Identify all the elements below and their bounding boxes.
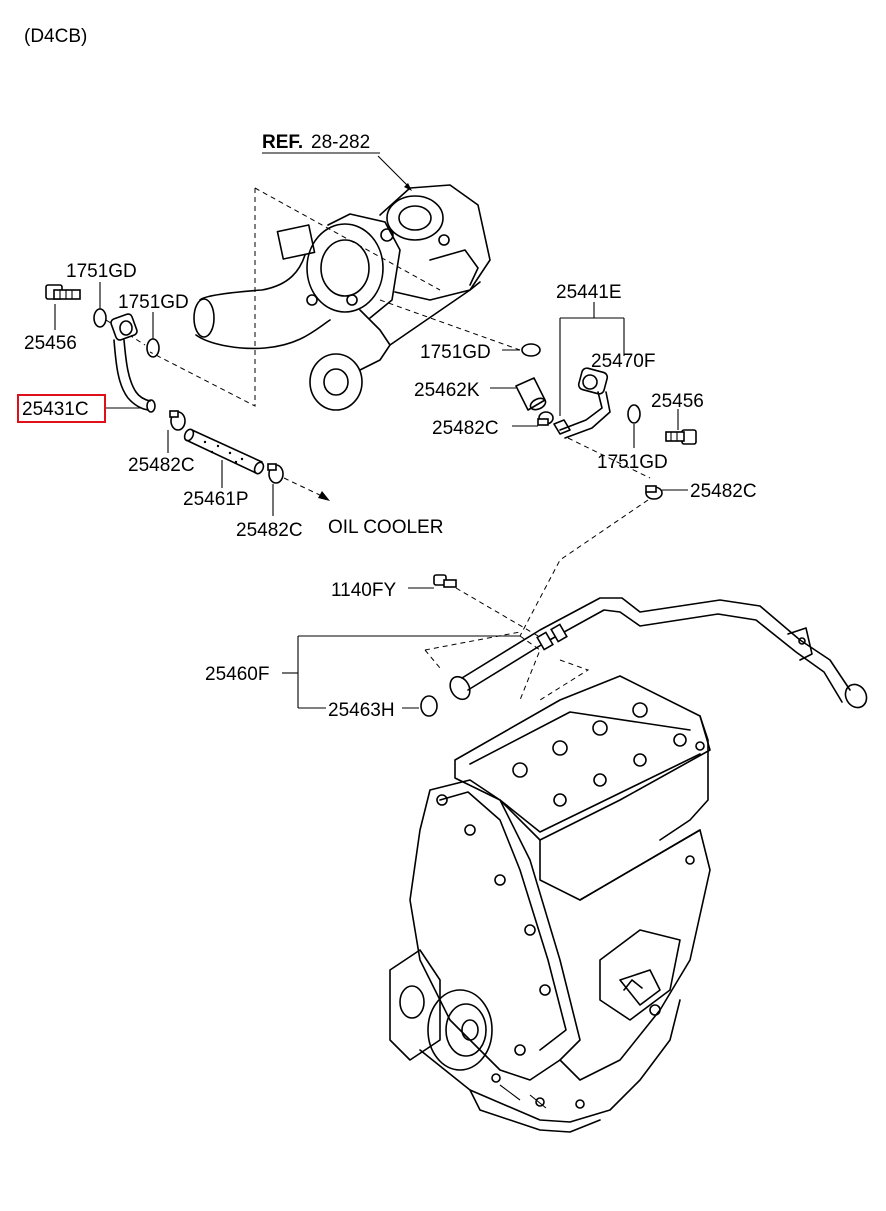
label-1751gd-turbo: 1751GD — [420, 342, 491, 363]
reference-prefix: REF. — [262, 132, 303, 153]
oil-feed-pipe — [110, 313, 156, 413]
label-25431c: 25431C — [22, 399, 89, 420]
label-25482c-right: 25482C — [432, 418, 499, 439]
label-25441e: 25441E — [556, 282, 622, 303]
label-25470f: 25470F — [591, 351, 655, 372]
engine-block-drawing — [389, 675, 711, 1133]
gasket-turbo — [521, 343, 541, 357]
label-25456-left: 25456 — [24, 333, 77, 354]
highlight-box — [17, 394, 106, 423]
oring — [420, 695, 438, 717]
label-25461p: 25461P — [183, 489, 249, 510]
label-1751gd-mid: 1751GD — [118, 292, 189, 313]
clamp-far-right — [645, 485, 663, 500]
label-oil-cooler: OIL COOLER — [328, 517, 443, 538]
label-25482c-left: 25482C — [128, 455, 195, 476]
clamp-lower — [267, 463, 284, 484]
label-25482c-lower: 25482C — [236, 520, 303, 541]
hose-right — [515, 377, 547, 411]
label-1751gd-left: 1751GD — [66, 261, 137, 282]
label-1751gd-right: 1751GD — [597, 452, 668, 473]
label-25460f: 25460F — [205, 664, 269, 685]
fitting-right — [559, 367, 611, 439]
oil-feed-group: 25456 1751GD 1751GD 25431C 25482C — [17, 261, 443, 541]
return-pipe — [449, 597, 868, 709]
clamp-right — [537, 411, 571, 435]
gasket-right — [627, 404, 641, 424]
banjo-bolt-right — [665, 429, 697, 445]
return-pipe-group: 1140FY 25460F 25463H — [205, 574, 868, 721]
banjo-bolt-left — [45, 284, 81, 300]
reference-number: 28-282 — [311, 132, 370, 153]
label-25456-right: 25456 — [651, 391, 704, 412]
label-1140fy: 1140FY — [331, 580, 396, 601]
label-25482c-far-right: 25482C — [690, 481, 757, 502]
engine-code: (D4CB) — [24, 26, 87, 47]
turbocharger-drawing: REF. 28-282 — [149, 132, 521, 411]
clamp-left — [169, 410, 186, 431]
oil-return-group: 1751GD 25441E 25470F 25462K 25482C — [414, 282, 757, 637]
bolt-bracket — [433, 574, 457, 588]
gasket-left — [93, 308, 107, 328]
gasket-mid — [146, 338, 160, 358]
label-25463h: 25463H — [328, 700, 395, 721]
oil-cooler-hose — [183, 428, 265, 475]
label-25462k: 25462K — [414, 380, 480, 401]
